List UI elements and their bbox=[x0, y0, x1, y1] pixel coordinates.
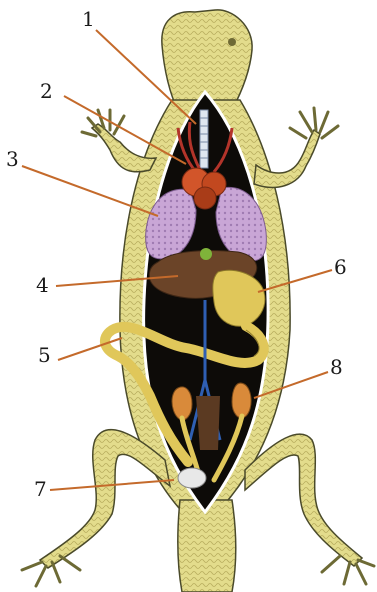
lizard-eye bbox=[228, 38, 236, 46]
label-4: 4 bbox=[36, 273, 49, 297]
trachea bbox=[200, 110, 208, 168]
label-8: 8 bbox=[330, 355, 343, 379]
label-2: 2 bbox=[40, 79, 53, 103]
front-left-leg bbox=[92, 124, 156, 172]
label-3: 3 bbox=[6, 147, 19, 171]
label-7: 7 bbox=[34, 477, 47, 501]
left-kidney bbox=[172, 387, 192, 420]
label-6: 6 bbox=[334, 255, 347, 279]
gallbladder bbox=[200, 248, 212, 260]
right-kidney bbox=[232, 383, 251, 418]
hind-left-leg bbox=[40, 430, 170, 568]
lizard-tail bbox=[178, 500, 236, 592]
label-5: 5 bbox=[38, 343, 51, 367]
rectum bbox=[196, 396, 220, 450]
hind-right-leg bbox=[245, 434, 362, 566]
label-1: 1 bbox=[82, 7, 95, 31]
cloaca bbox=[178, 468, 206, 488]
